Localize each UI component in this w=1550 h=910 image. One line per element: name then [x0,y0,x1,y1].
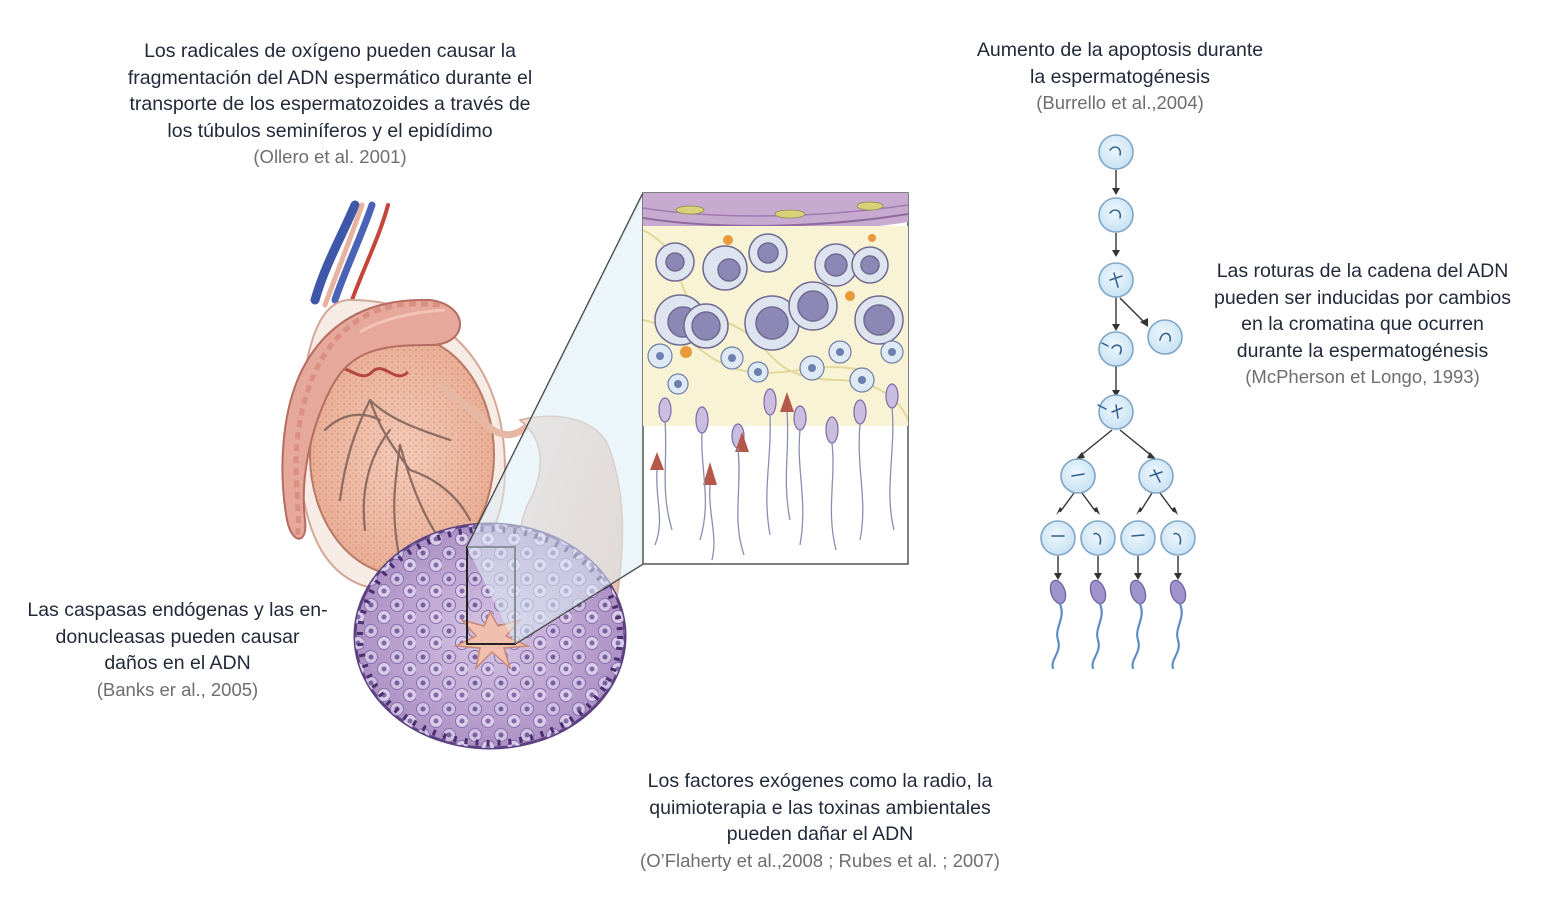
caption-citation: (McPherson et Longo, 1993) [1245,366,1480,387]
caption-line: Las caspasas endógenas y las en- [27,599,328,621]
caption-line: transporte de los espermatozoides a trav… [129,93,531,115]
caption-dna-strand-breaks: Las roturas de la cadena del ADN pueden … [1185,258,1540,391]
caption-line: la espermatogénesis [1030,65,1210,88]
caption-line: pueden ser inducidas por cambios [1213,286,1511,309]
caption-citation: (O’Flaherty et al.,2008 ; Rubes et al. ;… [640,849,1000,871]
rete-testis [323,398,472,562]
caption-citation: (Ollero et al. 2001) [253,146,407,167]
caption-line: quimioterapia e las toxinas ambientales [649,796,991,819]
caption-line: Los factores exógenes como la radio, la [647,770,993,792]
epididymis [281,298,461,540]
caption-exogenous-factors: Los factores exógenes como la radio, la … [590,768,1050,874]
caption-line: los túbulos seminíferos y el epidídimo [167,119,493,142]
spermatic-cord [310,200,390,308]
caption-citation: (Burrello et al.,2004) [1036,92,1204,113]
spermatogenesis-cell-lineage [1040,134,1196,670]
vas-deferens [436,381,529,439]
zoom-cone-shade [467,193,643,644]
caption-line: fragmentación del ADN espermático durant… [127,66,533,89]
caption-line: durante la espermatogénesis [1236,339,1489,362]
seminiferous-epithelium-magnified [642,192,909,565]
caption-line: Los radicales de oxígeno pueden causar l… [144,40,516,62]
caption-line: Las roturas de la cadena del ADN [1216,260,1509,282]
caption-line: donucleasas pueden causar [55,625,300,648]
caption-line: daños en el ADN [104,652,251,674]
caption-line: en la cromatina que ocurren [1241,313,1484,335]
caption-line: pueden dañar el ADN [726,823,914,845]
caption-apoptosis: Aumento de la apoptosis durante la esper… [920,37,1320,117]
caption-oxygen-radicals: Los radicales de oxígeno pueden causar l… [60,38,600,171]
caption-caspases: Las caspasas endógenas y las en- donucle… [0,597,355,703]
caption-citation: (Banks er al., 2005) [96,678,259,700]
caption-line: Aumento de la apoptosis durante [976,39,1264,61]
